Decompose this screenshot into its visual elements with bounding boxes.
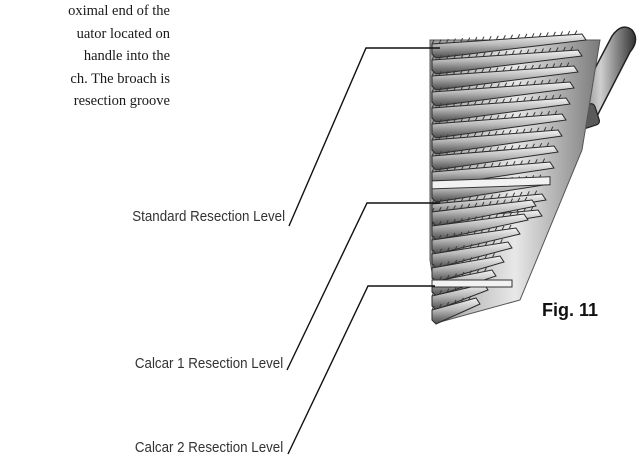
broach-tooth-row <box>431 210 529 241</box>
broach-tooth-row <box>431 142 559 171</box>
standard-leader-line <box>288 47 440 227</box>
calcar2-leader-line <box>287 285 435 455</box>
body-line: handle into the <box>83 48 170 64</box>
body-paragraph: oximal end of the uator located on handl… <box>40 0 170 113</box>
body-line: uator located on <box>76 25 170 42</box>
broach-tooth-row <box>431 94 571 123</box>
standard-resection-label: Standard Resection Level <box>132 209 285 225</box>
broach-tooth-row <box>431 30 587 59</box>
resection-grooves <box>431 176 551 288</box>
calcar2-resection-label: Calcar 2 Resection Level <box>134 440 283 456</box>
broach-tooth-row <box>431 46 583 75</box>
body-line: oximal end of the <box>68 3 170 19</box>
broach-tooth-row <box>431 110 567 139</box>
calcar1-leader-line <box>286 202 440 371</box>
body-line: resection groove <box>73 93 170 109</box>
broach-teeth <box>431 30 587 325</box>
figure-label: Fig. 11 <box>542 300 599 320</box>
body-line: ch. The broach is <box>70 70 170 87</box>
calcar1-resection-label: Calcar 1 Resection Level <box>134 356 283 372</box>
broach-tooth-row <box>431 295 481 325</box>
broach-tooth-row <box>431 78 575 107</box>
broach-tooth-row <box>431 62 579 91</box>
broach-tooth-row <box>431 126 563 155</box>
broach-tooth-row <box>431 238 513 269</box>
